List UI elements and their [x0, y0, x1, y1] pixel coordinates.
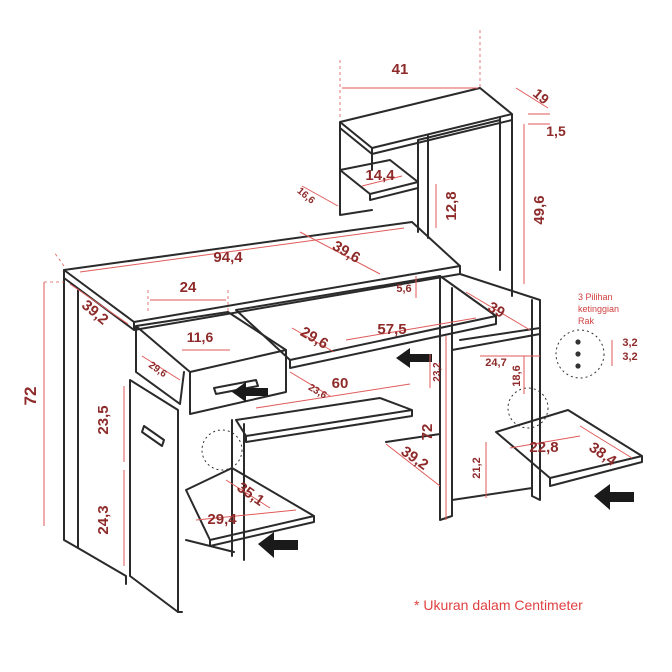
dim-left-upper-height: 23,5 — [95, 405, 112, 434]
right-cabinet — [385, 273, 541, 521]
peg-hole — [575, 363, 581, 369]
door-handle — [141, 425, 165, 447]
dim-top-shelf-width: 41 — [392, 61, 409, 78]
dim-top-shelf-thickness: 1,5 — [546, 123, 566, 139]
dim-left-shelf-width: 29,4 — [207, 511, 237, 528]
dim-right-base-depth: 39,2 — [398, 443, 432, 474]
dim-drawer-area-width: 24 — [180, 279, 197, 296]
dim-drawer-height: 11,6 — [187, 329, 214, 345]
hutch-right-panels — [417, 117, 513, 297]
peg-hole — [575, 339, 581, 345]
peg-hole — [575, 351, 581, 357]
units-note: * Ukuran dalam Centimeter — [414, 597, 583, 613]
shelf-options-note-line-3: Rak — [578, 316, 595, 326]
cabinet-door — [129, 379, 179, 613]
dim-small-shelf-depth: 12,8 — [443, 191, 460, 220]
dim-right-depth: 39 — [485, 299, 508, 322]
right-pullout-shelf — [495, 409, 643, 487]
hutch-top-shelf — [339, 87, 513, 155]
right-shelf-arrow-icon — [594, 484, 634, 510]
dimension-labels: 41 19 1,5 14,4 16,6 12,8 49,6 94,4 39,6 … — [21, 61, 638, 535]
desk-base — [77, 547, 183, 613]
dimension-lines — [43, 30, 633, 566]
dim-shelf-width: 60 — [332, 375, 349, 392]
dim-keyboard-width: 57,5 — [377, 321, 406, 338]
shelf-peg-detail-side — [555, 329, 605, 379]
dim-small-shelf-side: 16,6 — [295, 186, 317, 207]
shelf-options-note-line-1: 3 Pilihan — [578, 292, 613, 302]
left-shelf-arrow-icon — [258, 532, 298, 558]
keyboard-arrow-icon — [396, 348, 432, 368]
dim-top-shelf-depth: 19 — [530, 85, 552, 107]
dim-right-shelf-gap-a: 23,2 — [432, 362, 443, 382]
dim-right-shelf-gap-b: 24,7 — [485, 357, 506, 369]
dim-shelf-step-b: 3,2 — [622, 351, 637, 363]
drawer-box — [135, 311, 287, 415]
left-side-panel — [63, 277, 79, 549]
dim-keyboard-depth: 29,6 — [297, 323, 331, 352]
dim-shelf-step-a: 3,2 — [622, 337, 637, 349]
left-pullout-shelf — [185, 467, 315, 547]
middle-shelf — [235, 397, 413, 443]
dim-hutch-height: 49,6 — [531, 195, 548, 224]
shelf-options-note-line-2: ketinggian — [578, 304, 619, 314]
keyboard-tray — [235, 275, 497, 369]
shelf-peg-detail-left — [201, 429, 243, 471]
dim-right-shelf-gap-c: 18,6 — [511, 365, 523, 386]
desk-drawing — [63, 87, 643, 613]
desktop-surface — [63, 221, 461, 331]
dim-small-shelf-height: 14,4 — [365, 167, 395, 184]
dim-drawer-depth: 29,6 — [146, 360, 169, 380]
drawer-handle — [213, 379, 259, 395]
dim-right-low-height: 21,2 — [471, 457, 483, 478]
dim-desk-width: 94,4 — [213, 249, 243, 266]
dim-right-shelf-width: 22,8 — [529, 439, 558, 456]
motion-arrows — [232, 348, 634, 558]
dim-left-low-height: 24,3 — [95, 505, 112, 534]
drawer-arrow-icon — [232, 382, 268, 402]
dim-right-height: 72 — [419, 424, 436, 441]
dim-total-height: 72 — [21, 387, 40, 406]
dim-left-shelf-depth: 35,1 — [234, 479, 268, 510]
shelf-peg-detail-right — [507, 387, 549, 429]
notes: 3 Pilihan ketinggian Rak * Ukuran dalam … — [414, 292, 619, 613]
dim-keyboard-gap: 5,6 — [396, 283, 411, 295]
